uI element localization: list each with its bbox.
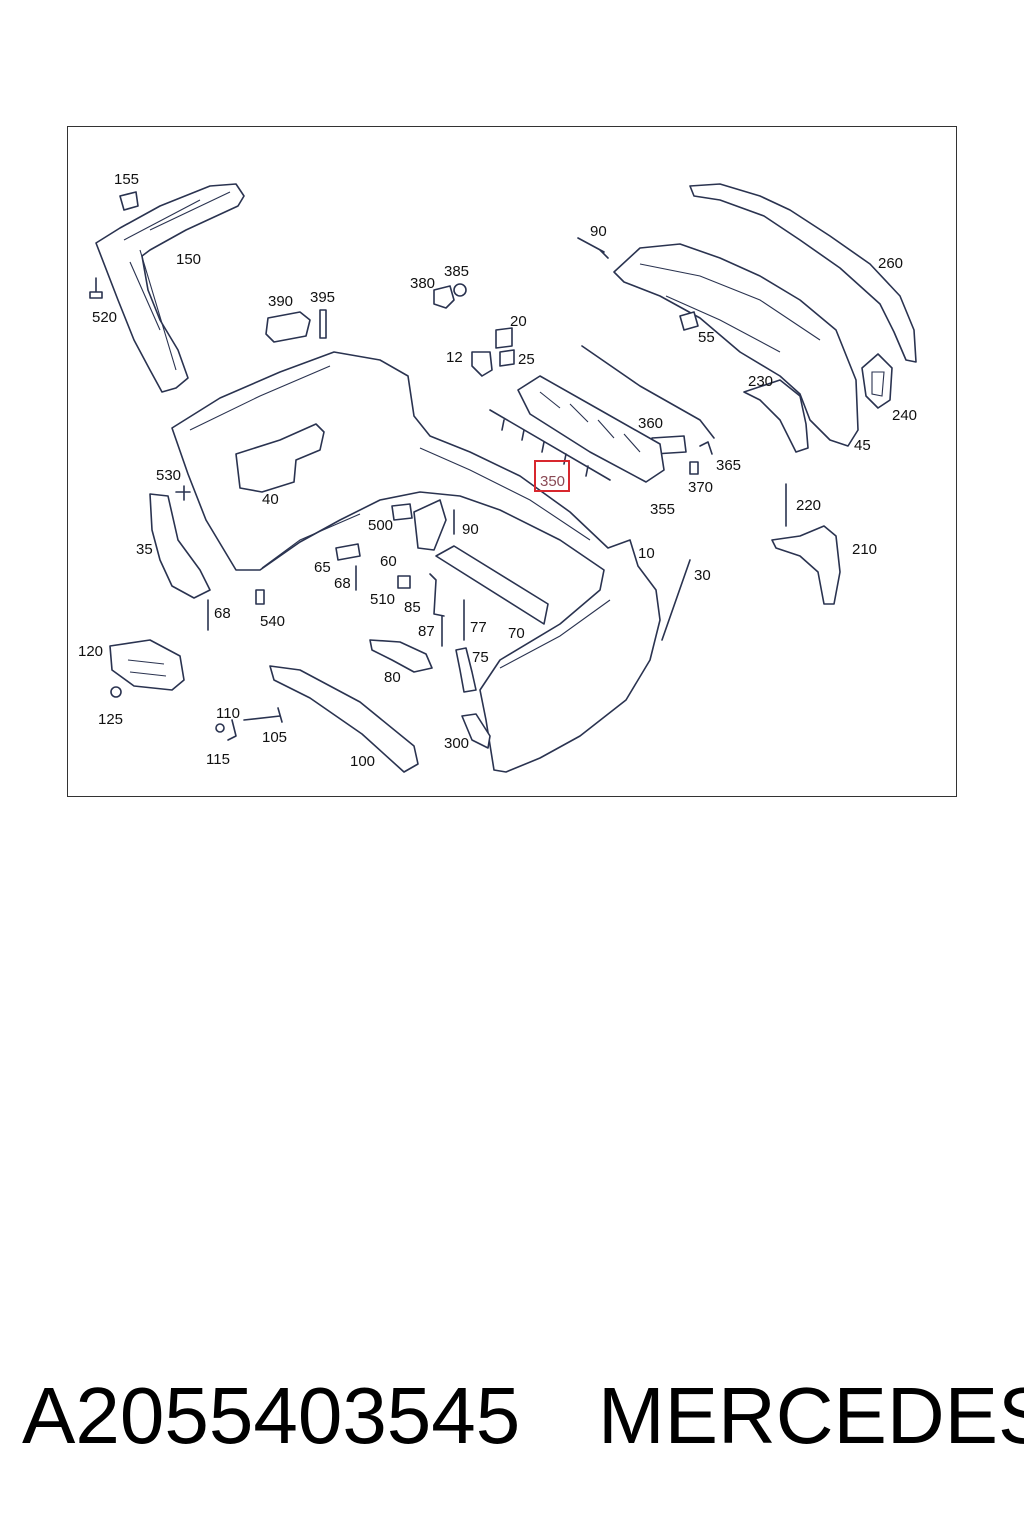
callout-510: 510 bbox=[370, 591, 395, 608]
callout-70: 70 bbox=[508, 625, 525, 642]
part-clip-155 bbox=[119, 191, 139, 211]
callout-370: 370 bbox=[688, 479, 713, 496]
callout-40: 40 bbox=[262, 491, 279, 508]
callout-20: 20 bbox=[510, 313, 527, 330]
part-tip-240 bbox=[861, 353, 893, 409]
callout-105: 105 bbox=[262, 729, 287, 746]
part-bracket-230 bbox=[743, 379, 809, 453]
callout-210: 210 bbox=[852, 541, 877, 558]
callout-25: 25 bbox=[518, 351, 535, 368]
part-clip-55 bbox=[679, 311, 699, 331]
callout-55: 55 bbox=[698, 329, 715, 346]
callout-240: 240 bbox=[892, 407, 917, 424]
part-beam-70 bbox=[435, 545, 549, 625]
callout-530: 530 bbox=[156, 467, 181, 484]
part-bracket-35 bbox=[149, 493, 211, 599]
part-bracket-120 bbox=[109, 639, 185, 691]
callout-365: 365 bbox=[716, 457, 741, 474]
callout-380: 380 bbox=[410, 275, 435, 292]
part-cover-390 bbox=[265, 311, 311, 343]
callout-75: 75 bbox=[472, 649, 489, 666]
part-sensor-380 bbox=[433, 285, 455, 309]
callout-68-left: 68 bbox=[214, 605, 231, 622]
part-bracket-85 bbox=[429, 573, 445, 617]
footer: A2055403545 MERCEDES bbox=[0, 1370, 1024, 1480]
part-bracket-210 bbox=[771, 525, 841, 605]
callout-12: 12 bbox=[446, 349, 463, 366]
part-clip-110-115 bbox=[215, 719, 237, 741]
callout-77: 77 bbox=[470, 619, 487, 636]
callout-80: 80 bbox=[384, 669, 401, 686]
callout-120: 120 bbox=[78, 643, 103, 660]
part-clip-500 bbox=[391, 503, 413, 521]
callout-500: 500 bbox=[368, 517, 393, 534]
part-clip-540 bbox=[255, 589, 265, 605]
callout-87: 87 bbox=[418, 623, 435, 640]
part-bracket-12 bbox=[471, 351, 493, 377]
callout-90-top: 90 bbox=[590, 223, 607, 240]
callout-350: 350 bbox=[540, 473, 565, 490]
callout-90-mid: 90 bbox=[462, 521, 479, 538]
part-clip-25 bbox=[499, 349, 515, 367]
callout-220: 220 bbox=[796, 497, 821, 514]
part-nut-125 bbox=[110, 686, 122, 698]
callout-60: 60 bbox=[380, 553, 397, 570]
part-bracket-300 bbox=[461, 713, 491, 749]
callout-45: 45 bbox=[854, 437, 871, 454]
callout-30: 30 bbox=[694, 567, 711, 584]
callout-520: 520 bbox=[92, 309, 117, 326]
callout-115: 115 bbox=[206, 751, 230, 768]
callout-68-mid: 68 bbox=[334, 575, 351, 592]
part-diffuser-260 bbox=[689, 183, 917, 363]
part-panel-40 bbox=[235, 423, 325, 493]
part-strip-395 bbox=[319, 309, 327, 339]
part-screw-530 bbox=[175, 485, 191, 501]
part-bracket-80 bbox=[369, 639, 433, 673]
part-clip-65 bbox=[335, 543, 361, 561]
brand-name: MERCEDES bbox=[598, 1371, 1024, 1460]
callout-150: 150 bbox=[176, 251, 201, 268]
callout-85: 85 bbox=[404, 599, 421, 616]
part-bracket-60 bbox=[413, 499, 447, 551]
highlight-box-350 bbox=[534, 460, 570, 492]
callout-65: 65 bbox=[314, 559, 331, 576]
callout-385: 385 bbox=[444, 263, 469, 280]
callout-10: 10 bbox=[638, 545, 655, 562]
callout-355: 355 bbox=[650, 501, 675, 518]
callout-540: 540 bbox=[260, 613, 285, 630]
part-grille-355 bbox=[517, 375, 665, 483]
part-trim-260-body bbox=[613, 243, 859, 447]
callout-35: 35 bbox=[136, 541, 153, 558]
diagram-frame bbox=[67, 126, 957, 797]
callout-100: 100 bbox=[350, 753, 375, 770]
callout-360: 360 bbox=[638, 415, 663, 432]
callout-230: 230 bbox=[748, 373, 773, 390]
callout-300: 300 bbox=[444, 735, 469, 752]
callout-390: 390 bbox=[268, 293, 293, 310]
part-rod-350-top bbox=[581, 345, 715, 439]
part-screw-105 bbox=[243, 707, 283, 723]
part-clip-365 bbox=[699, 441, 713, 455]
part-strip-100 bbox=[269, 665, 419, 773]
part-nut-510 bbox=[397, 575, 411, 589]
callout-110: 110 bbox=[216, 705, 240, 722]
part-screw-520 bbox=[89, 277, 103, 299]
part-strip-350 bbox=[489, 409, 611, 481]
callout-260: 260 bbox=[878, 255, 903, 272]
part-clip-20 bbox=[495, 327, 513, 349]
callout-155: 155 bbox=[114, 171, 139, 188]
part-clip-370 bbox=[689, 461, 699, 475]
part-strip-30 bbox=[661, 559, 691, 641]
callout-125: 125 bbox=[98, 711, 123, 728]
part-pin-90-top bbox=[577, 237, 609, 259]
callout-395: 395 bbox=[310, 289, 335, 306]
part-bracket-150 bbox=[95, 183, 245, 393]
part-ring-385 bbox=[453, 283, 467, 297]
part-bracket-75 bbox=[455, 647, 477, 693]
part-number: A2055403545 bbox=[22, 1371, 521, 1460]
